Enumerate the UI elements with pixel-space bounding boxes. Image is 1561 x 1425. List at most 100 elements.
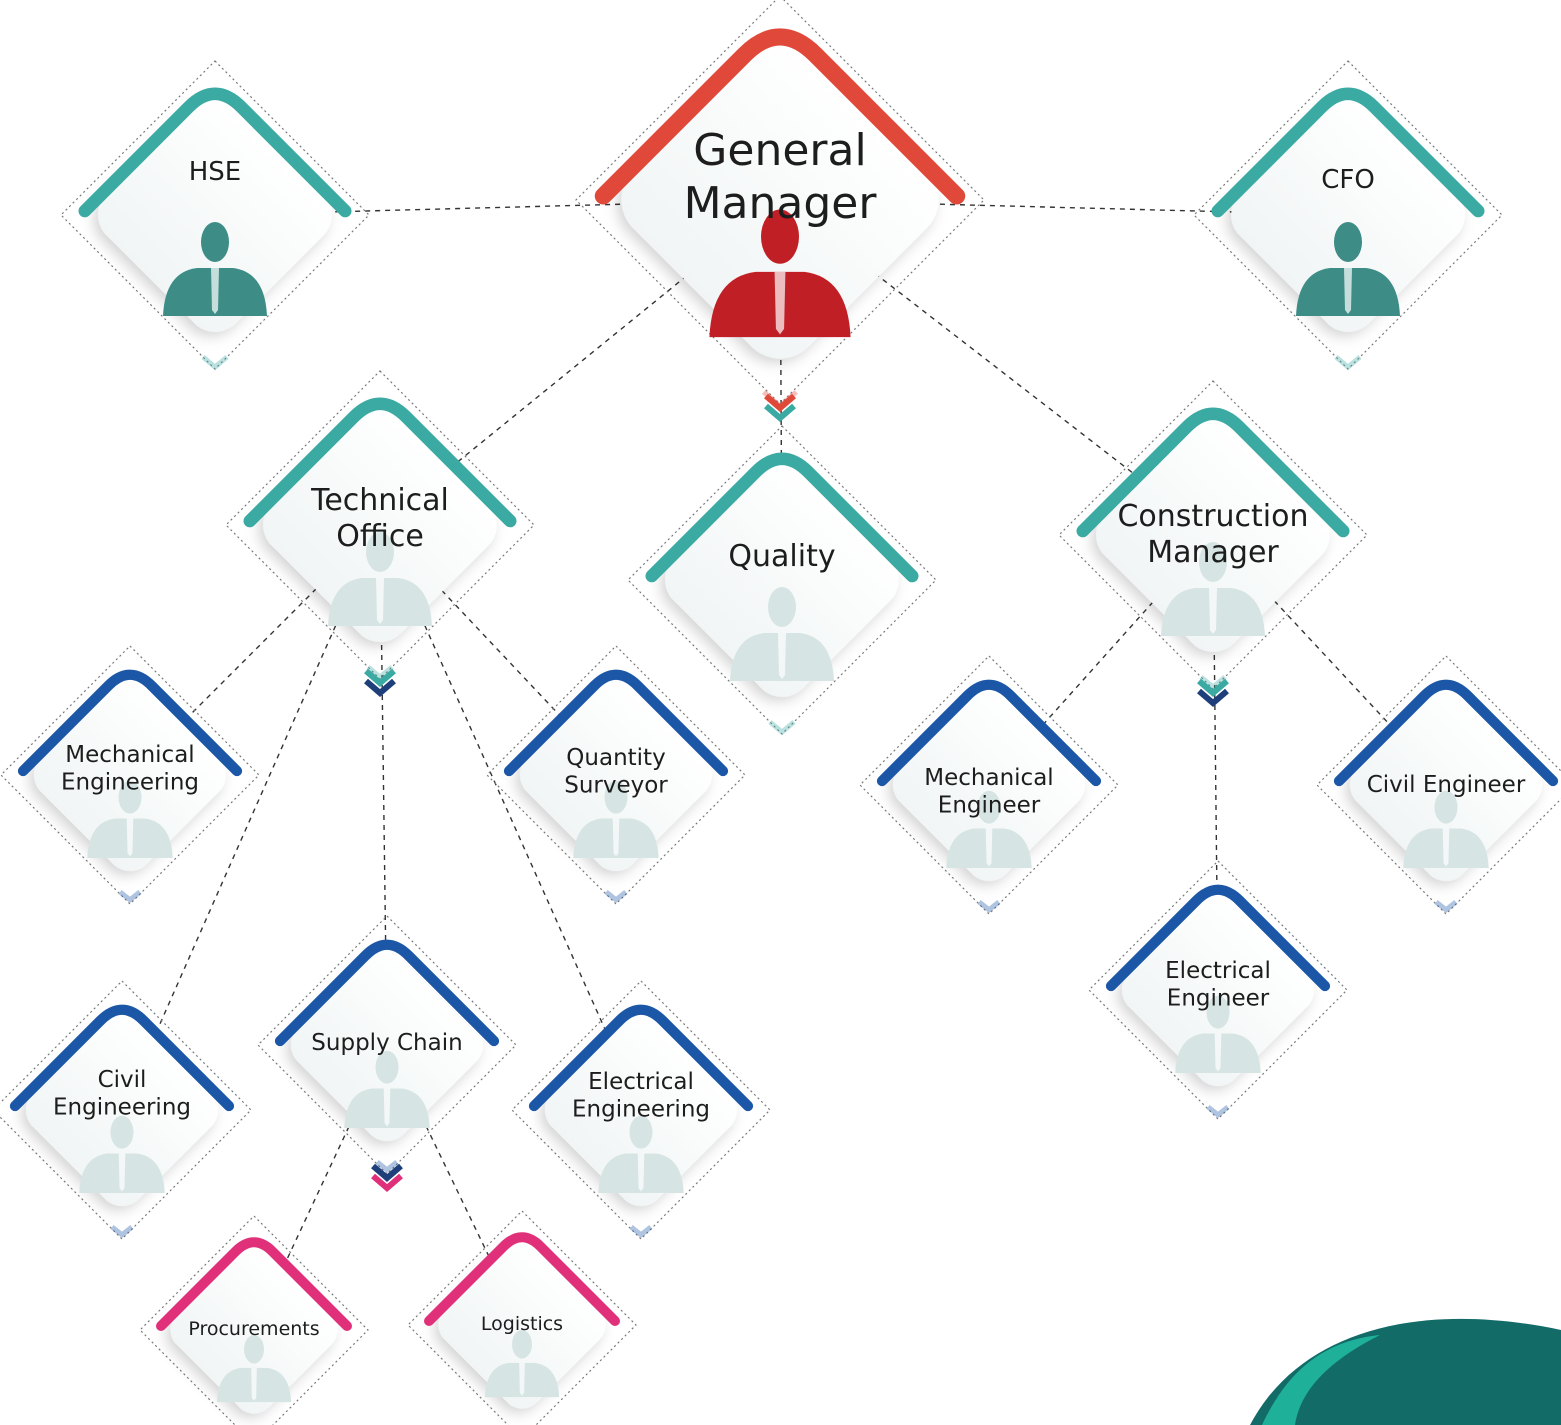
ring-accent bbox=[17, 669, 243, 777]
diamond-card bbox=[98, 98, 332, 332]
node-label: Construction bbox=[1117, 499, 1308, 534]
node-quality[interactable]: Quality bbox=[627, 425, 937, 736]
ring-accent bbox=[528, 1004, 754, 1112]
chevron-down-icon bbox=[629, 1225, 653, 1239]
ring-accent bbox=[1076, 407, 1350, 538]
ring-accent bbox=[9, 1004, 235, 1112]
node-label: Engineering bbox=[61, 770, 199, 796]
dotted-outline bbox=[225, 370, 535, 680]
node-label: Civil bbox=[98, 1067, 147, 1093]
chevron-down-icon bbox=[1334, 355, 1362, 371]
node-label: Technical bbox=[310, 483, 449, 518]
ghost-person-icon bbox=[216, 1335, 292, 1403]
dotted-outline bbox=[1088, 860, 1348, 1120]
chevron-down-icon bbox=[366, 665, 394, 681]
chevron-down-icon bbox=[768, 720, 796, 736]
ghost-person-icon bbox=[87, 780, 173, 858]
connector-technical_office-civil_engineering bbox=[121, 524, 381, 1111]
node-label: Engineering bbox=[572, 1097, 710, 1123]
chevron-down-icon bbox=[118, 890, 142, 904]
chevron-down-icon bbox=[977, 900, 1001, 914]
ghost-person-icon bbox=[1403, 790, 1489, 868]
node-cfo[interactable]: CFO bbox=[1193, 60, 1503, 371]
dotted-outline bbox=[257, 915, 517, 1175]
node-label: Procurements bbox=[188, 1318, 319, 1340]
connector-technical_office-electrical_engineering bbox=[379, 524, 642, 1111]
dotted-outline bbox=[1193, 60, 1503, 370]
ghost-person-icon bbox=[946, 790, 1032, 868]
chevron-down-icon bbox=[1434, 900, 1458, 914]
chevron-down-icon bbox=[764, 393, 796, 422]
chevron-down-icon bbox=[110, 1225, 134, 1239]
diamond-card bbox=[1122, 894, 1314, 1086]
ring-accent bbox=[594, 28, 966, 205]
node-label: Supply Chain bbox=[311, 1030, 462, 1056]
ring-accent bbox=[156, 1237, 352, 1331]
diamond-card bbox=[170, 1246, 338, 1414]
diamond-card bbox=[893, 689, 1085, 881]
node-label: General bbox=[693, 125, 866, 176]
diamond-card bbox=[545, 1014, 737, 1206]
dotted-outline bbox=[0, 645, 260, 905]
diamond-card bbox=[26, 1014, 218, 1206]
ghost-person-icon bbox=[344, 1050, 430, 1128]
ring-accent bbox=[876, 679, 1102, 787]
diamond-card bbox=[1350, 689, 1542, 881]
ghost-person-icon bbox=[1161, 542, 1265, 636]
node-label: Quantity bbox=[566, 745, 665, 771]
node-label: Engineer bbox=[938, 793, 1041, 819]
diamond-card bbox=[34, 679, 226, 871]
chevron-down-icon bbox=[375, 1160, 399, 1174]
node-label: Mechanical bbox=[924, 765, 1053, 791]
ring-accent bbox=[424, 1232, 620, 1326]
chevron-down-icon bbox=[371, 1163, 403, 1192]
diamond-card bbox=[1231, 98, 1465, 332]
node-label: Manager bbox=[1147, 535, 1279, 570]
node-procurements[interactable]: Procurements bbox=[139, 1215, 369, 1425]
dotted-outline bbox=[60, 60, 370, 370]
node-hse[interactable]: HSE bbox=[60, 60, 370, 371]
dotted-outline bbox=[859, 655, 1119, 915]
ring-accent bbox=[1211, 87, 1485, 218]
ring-accent bbox=[1333, 679, 1559, 787]
node-label: Surveyor bbox=[564, 773, 668, 799]
node-label: Quality bbox=[728, 539, 835, 574]
node-label: Mechanical bbox=[65, 742, 194, 768]
node-label: CFO bbox=[1321, 165, 1375, 195]
chevron-down-icon bbox=[604, 890, 628, 904]
connector-technical_office-quantity_surveyor bbox=[379, 524, 617, 776]
node-civil-engineer[interactable]: Civil Engineer bbox=[1316, 655, 1561, 915]
dotted-outline bbox=[575, 0, 985, 405]
node-supply-chain[interactable]: Supply Chain bbox=[257, 915, 517, 1175]
ghost-person-icon bbox=[598, 1115, 684, 1193]
diamond-card bbox=[520, 679, 712, 871]
chevron-down-icon bbox=[1199, 675, 1227, 691]
dotted-outline bbox=[627, 425, 937, 735]
ghost-person-icon bbox=[484, 1330, 560, 1398]
chevron-down-icon bbox=[364, 668, 396, 697]
teal-person-icon bbox=[1296, 222, 1400, 316]
node-logistics[interactable]: Logistics bbox=[407, 1210, 637, 1425]
node-label: Electrical bbox=[1165, 958, 1271, 984]
ring-accent bbox=[503, 669, 729, 777]
dotted-outline bbox=[1058, 380, 1368, 690]
diamond-card bbox=[621, 41, 939, 359]
ring-accent bbox=[645, 452, 919, 583]
dotted-outline bbox=[511, 980, 771, 1240]
node-label: HSE bbox=[189, 157, 241, 187]
node-label: Office bbox=[336, 519, 424, 554]
ghost-person-icon bbox=[1175, 995, 1261, 1073]
diamond-card bbox=[438, 1241, 606, 1409]
node-label: Engineering bbox=[53, 1095, 191, 1121]
ring-accent bbox=[78, 87, 352, 218]
